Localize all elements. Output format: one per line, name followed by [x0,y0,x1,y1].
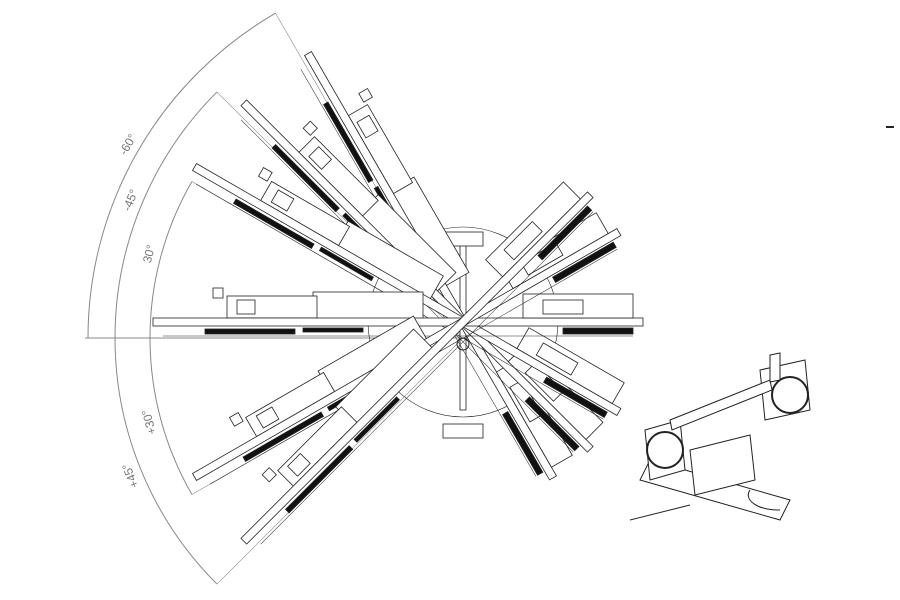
motor-cap [257,167,273,182]
angle-label: -45° [120,187,141,213]
dimension-arc [149,337,193,495]
motor-detail [270,189,295,212]
right-motor [503,221,543,261]
blade-guide [323,101,374,184]
right-motor [542,299,584,315]
blade-guide [284,445,354,514]
dash-mark [886,126,894,128]
support-bar [240,191,594,545]
saw-arm [240,181,594,545]
rail-bottom-block [442,423,484,439]
motor-cap [358,87,373,103]
blade-guide [242,411,325,462]
lower-wheel [646,431,684,469]
right-blade [562,327,634,335]
angle-label: +30° [139,408,159,436]
blade-guide [204,328,296,335]
blade-guide [271,143,340,213]
motor-detail [308,146,333,170]
guide-line [260,211,594,545]
upper-wheel [771,376,809,414]
motor-detail [356,114,379,139]
turntable-arc [747,489,781,511]
dimension-arc [114,91,218,339]
saw-bow [669,379,773,431]
dimension-arc [87,12,276,339]
motor-detail [236,299,256,315]
motor-cap [212,287,224,299]
clamp-rail [318,246,374,282]
blade-guide [233,198,315,249]
motor-detail [287,452,311,477]
right-blade [537,205,593,261]
motor-cap [228,412,244,427]
column [769,352,781,383]
material-bar [629,504,691,521]
dimension-arc [149,181,193,339]
motor-cap [302,120,318,136]
dimension-arc [114,337,218,585]
saw-arms [152,50,644,545]
motor-detail [255,406,280,429]
angle-label: +45° [119,461,142,490]
right-blade [543,376,608,418]
saw-arm [191,162,625,420]
arm-housing [312,291,424,321]
right-motor [535,342,579,376]
clamp-rail [353,396,400,443]
right-blade [502,411,544,476]
isometric-machine-view [629,352,811,521]
angle-label: 30° [140,243,158,264]
motor-cap [261,467,277,483]
clamp-rail [302,327,364,333]
vise [689,434,756,496]
right-blade [552,241,617,283]
right-blade [524,396,580,452]
